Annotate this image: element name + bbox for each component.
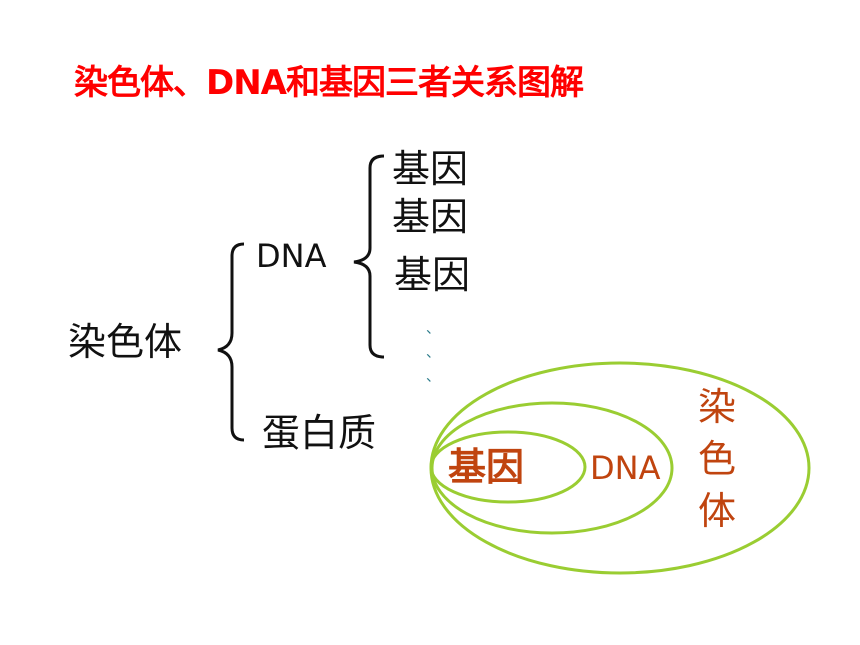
inner-ring bbox=[429, 430, 587, 504]
page-title: 染色体、DNA和基因三者关系图解 bbox=[74, 63, 584, 103]
venn-outer-char-1: 染 bbox=[698, 385, 737, 429]
protein-label: 蛋白质 bbox=[262, 411, 377, 455]
root-brace bbox=[217, 242, 245, 442]
gene-label-1: 基因 bbox=[392, 147, 469, 191]
ellipsis-dot-1: 、 bbox=[426, 321, 440, 337]
ellipsis-dot-2: 、 bbox=[426, 345, 440, 361]
root-label: 染色体 bbox=[68, 320, 183, 364]
gene-label-3: 基因 bbox=[394, 253, 471, 297]
venn-outer-char-3: 体 bbox=[698, 489, 737, 533]
venn-outer-char-2: 色 bbox=[698, 437, 737, 481]
dna-label: DNA bbox=[256, 237, 327, 275]
gene-label-2: 基因 bbox=[392, 195, 469, 239]
ellipsis-dot-3: 、 bbox=[426, 369, 440, 385]
venn-inner-label: 基因 bbox=[448, 445, 525, 489]
venn-middle-label: DNA bbox=[590, 449, 661, 487]
dna-brace bbox=[353, 154, 385, 359]
